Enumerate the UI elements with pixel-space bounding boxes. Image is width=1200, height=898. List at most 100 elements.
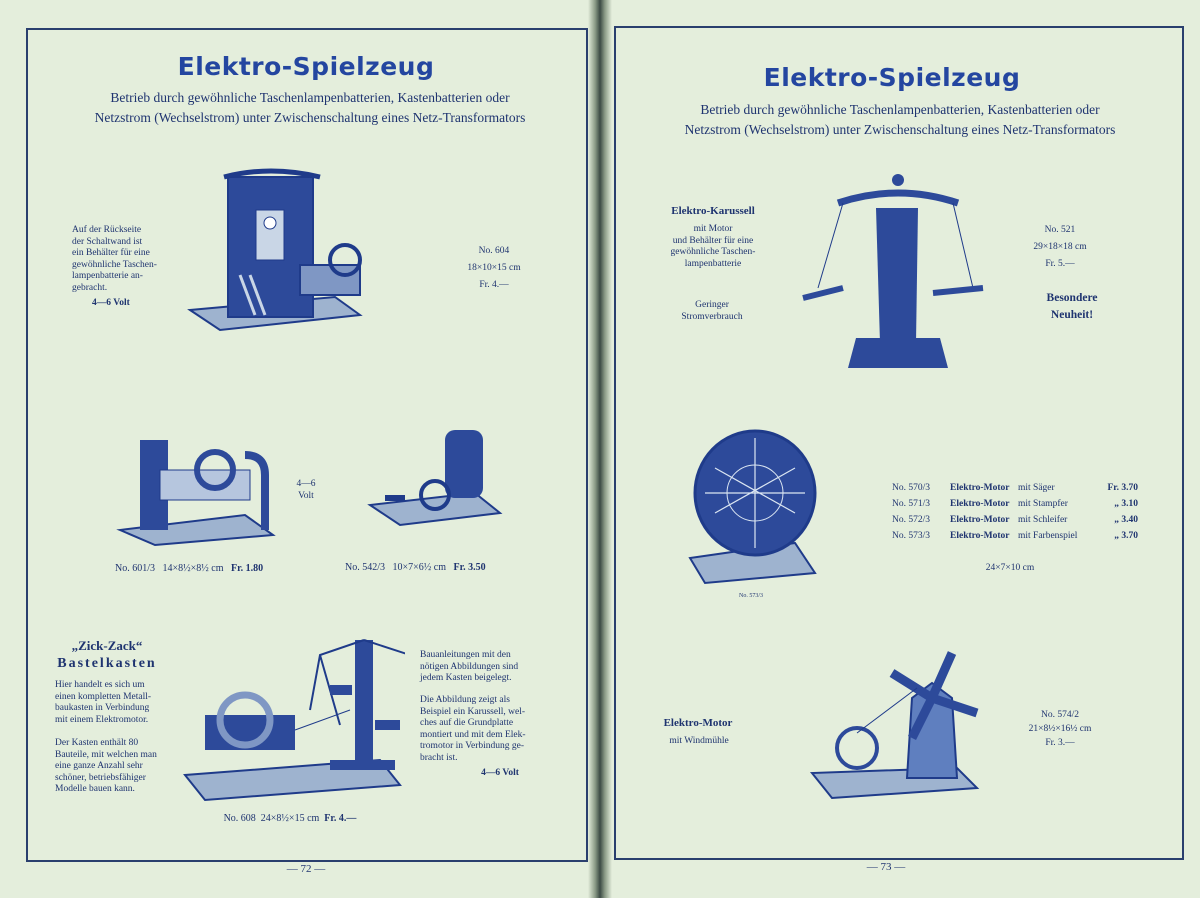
text-line: mit Motor xyxy=(693,224,733,234)
text-line: und Behälter für eine xyxy=(672,235,754,246)
page-title: Elektro-Spielzeug xyxy=(177,52,435,81)
text-line: Beispiel ein Karussell, wel- xyxy=(420,706,526,717)
text-line: gebracht. xyxy=(72,282,108,293)
text-line: ches auf die Grundplatte xyxy=(420,718,514,728)
caption-601: No. 601/3 14×8½×8½ cm Fr. 1.80 xyxy=(115,563,263,575)
text-line: tromotor in Verbindung ge- xyxy=(420,741,525,751)
text-line: baukasten in Verbindung xyxy=(55,703,150,713)
motor-no: No. 573/3 xyxy=(892,531,930,541)
item-price: Fr. 3.50 xyxy=(453,562,486,573)
volt-text: Volt xyxy=(298,490,314,501)
text-line: Bauanleitungen mit den xyxy=(420,650,511,660)
illustration-604 xyxy=(187,168,363,332)
text-line: jedem Kasten beigelegt. xyxy=(420,673,512,683)
item-number: No. 521 xyxy=(1044,225,1076,235)
item-dims: 29×18×18 cm xyxy=(1033,242,1087,252)
page-number: — 73 — xyxy=(866,861,906,873)
item-number: No. 601/3 xyxy=(115,563,155,574)
right-page-frame xyxy=(614,26,1184,860)
motor-row: No. 572/3 Elektro-Motor mit Schleifer „ 3.4… xyxy=(892,512,1138,528)
item-dims: 18×10×15 cm xyxy=(467,263,521,273)
motor-no: No. 571/3 xyxy=(892,499,930,509)
volt-604: 4—6 Volt xyxy=(92,298,130,308)
highlight-line: Neuheit! xyxy=(1050,309,1094,321)
page-title: Elektro-Spielzeug xyxy=(763,63,1021,92)
subtitle-line: Netzstrom (Wechselstrom) unter Zwischens… xyxy=(684,122,1116,137)
page-number: — 72 — xyxy=(286,863,326,875)
item-dims: 14×8½×8½ cm xyxy=(162,563,224,574)
text-line: eine ganze Anzahl sehr xyxy=(55,761,143,771)
item-number: No. 604 xyxy=(478,246,510,256)
motor-no: No. 572/3 xyxy=(892,515,930,525)
motor-name: Elektro-Motor xyxy=(950,531,1010,541)
subtitle-line: Betrieb durch gewöhnliche Taschenlampenb… xyxy=(110,90,510,105)
text-line: lampenbatterie an- xyxy=(72,271,143,281)
highlight-line: Besondere xyxy=(1046,292,1098,304)
right-page xyxy=(608,0,1200,898)
left-page xyxy=(0,0,592,898)
item-dims: 21×8½×16½ cm xyxy=(1028,724,1092,734)
item-521: No. 521 29×18×18 cm Fr. 5.— xyxy=(1033,222,1086,273)
motor-price: Fr. 3.70 xyxy=(1107,483,1138,493)
text-line: gewöhnliche Taschen- xyxy=(72,259,157,270)
illustration-521 xyxy=(802,174,984,368)
illustration-601 xyxy=(116,440,276,547)
subtitle: Betrieb durch gewöhnliche Taschenlampenb… xyxy=(685,100,1116,140)
text-line: nötigen Abbildungen sind xyxy=(420,661,519,672)
item-number: No. 608 xyxy=(223,813,256,824)
windmill-title: Elektro-Motor xyxy=(663,717,733,729)
subtitle: Betrieb durch gewöhnliche Taschenlampenb… xyxy=(95,88,526,128)
text-line: Hier handelt es sich um xyxy=(55,680,145,690)
motor-desc: mit Farbenspiel xyxy=(1018,531,1078,541)
motor-row: No. 570/3 Elektro-Motor mit Säger Fr. 3.70 xyxy=(892,480,1138,496)
item-price: Fr. 1.80 xyxy=(231,563,264,574)
motor-price: „ 3.40 xyxy=(1114,515,1138,525)
motor-dims: 24×7×10 cm xyxy=(985,563,1035,573)
text-line: der Schaltwand ist xyxy=(72,236,143,247)
text-line: gewöhnliche Taschen- xyxy=(670,247,756,257)
motor-price: „ 3.70 xyxy=(1114,531,1138,541)
motor-desc: mit Stampfer xyxy=(1018,499,1068,509)
subtitle-line: Netzstrom (Wechselstrom) unter Zwischens… xyxy=(94,110,526,125)
item-dims: 24×8½×15 cm xyxy=(260,813,320,824)
item-dims: 10×7×6½ cm xyxy=(392,562,447,573)
volt-text: 4—6 xyxy=(296,479,316,489)
item-number: No. 574/2 xyxy=(1040,710,1079,720)
illustration-574 xyxy=(809,651,980,800)
item-price: Fr. 4.— xyxy=(324,813,357,824)
item-number: No. 542/3 xyxy=(345,562,385,573)
text-line: montiert und mit dem Elek- xyxy=(420,729,526,740)
zick-title: „Zick-Zack“ xyxy=(71,638,143,653)
text-line: schöner, betriebsfähiger xyxy=(55,772,146,783)
text-line: Bauteile, mit welchen man xyxy=(55,749,157,760)
text-line: Auf der Rückseite xyxy=(72,225,142,235)
illustration-542 xyxy=(367,430,503,527)
text-line: ein Behälter für eine xyxy=(72,248,150,258)
caption-542: No. 542/3 10×7×6½ cm Fr. 3.50 xyxy=(345,562,486,574)
subtitle-line: Betrieb durch gewöhnliche Taschenlampenb… xyxy=(700,102,1100,117)
motor-no: No. 570/3 xyxy=(892,483,930,493)
motor-desc: mit Säger xyxy=(1018,483,1055,493)
illustration-573 xyxy=(688,429,817,585)
karussell-title: Elektro-Karussell xyxy=(671,205,755,217)
motor-name: Elektro-Motor xyxy=(950,483,1010,493)
motor-desc: mit Schleifer xyxy=(1018,515,1068,525)
caption-573: No. 573/3 xyxy=(739,593,763,599)
note-line: Stromverbrauch xyxy=(681,311,743,322)
motor-name: Elektro-Motor xyxy=(950,499,1010,509)
motor-name: Elektro-Motor xyxy=(950,515,1010,525)
item-price: Fr. 5.— xyxy=(1045,259,1075,269)
text-line: Die Abbildung zeigt als xyxy=(420,695,510,705)
text-line: mit einem Elektromotor. xyxy=(55,714,149,725)
